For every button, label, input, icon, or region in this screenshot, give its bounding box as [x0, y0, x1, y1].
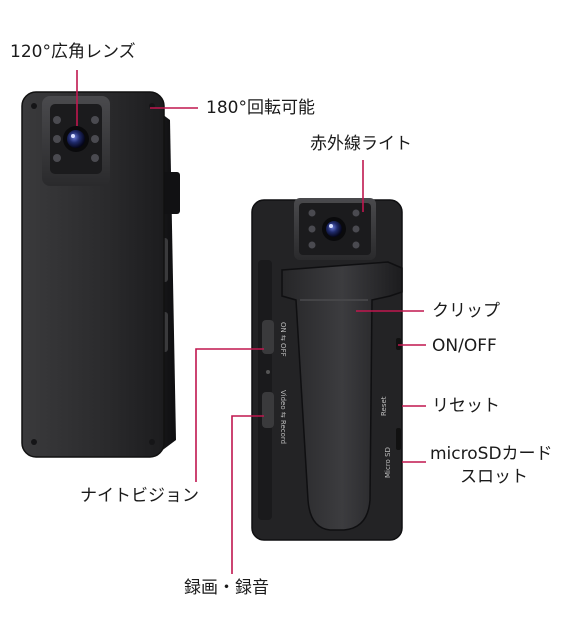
mode-switch-text: Video ⇆ Record — [279, 390, 287, 444]
label-microsd-line1: microSDカード — [430, 444, 553, 464]
ir-led — [53, 116, 61, 124]
leader-lines — [76, 70, 426, 574]
device-markings: ON ⇆ OFF Video ⇆ Record Reset Micro SD — [279, 322, 392, 478]
leader-night-vision — [195, 348, 264, 482]
microsd-text: Micro SD — [384, 447, 392, 478]
ir-led — [352, 225, 360, 233]
ir-led — [352, 209, 360, 217]
wide-lens — [326, 221, 342, 237]
ir-led — [308, 209, 316, 217]
reset-text: Reset — [380, 396, 388, 416]
ir-led — [91, 154, 99, 162]
power-switch-text: ON ⇆ OFF — [279, 322, 287, 357]
ir-led — [53, 135, 61, 143]
wide-lens — [67, 130, 85, 148]
label-clip: クリップ — [432, 301, 500, 321]
label-wide-lens: 120°広角レンズ — [10, 42, 136, 62]
label-power: ON/OFF — [432, 336, 497, 356]
ir-led — [308, 241, 316, 249]
label-recording: 録画・録音 — [184, 578, 269, 598]
leader-recording — [231, 415, 264, 574]
label-rotation: 180°回転可能 — [206, 98, 315, 118]
camera-front-view — [21, 91, 180, 458]
power-switch — [262, 320, 274, 354]
ir-led — [352, 241, 360, 249]
label-microsd-line2: スロット — [460, 467, 528, 487]
ir-led — [91, 135, 99, 143]
belt-clip — [281, 261, 403, 531]
camera-back-view — [251, 198, 403, 541]
ir-led — [308, 225, 316, 233]
label-ir-light: 赤外線ライト — [310, 134, 412, 154]
ir-led — [91, 116, 99, 124]
mode-switch — [262, 392, 274, 428]
ir-led — [53, 154, 61, 162]
label-night-vision: ナイトビジョン — [80, 486, 199, 506]
label-reset: リセット — [432, 396, 500, 416]
